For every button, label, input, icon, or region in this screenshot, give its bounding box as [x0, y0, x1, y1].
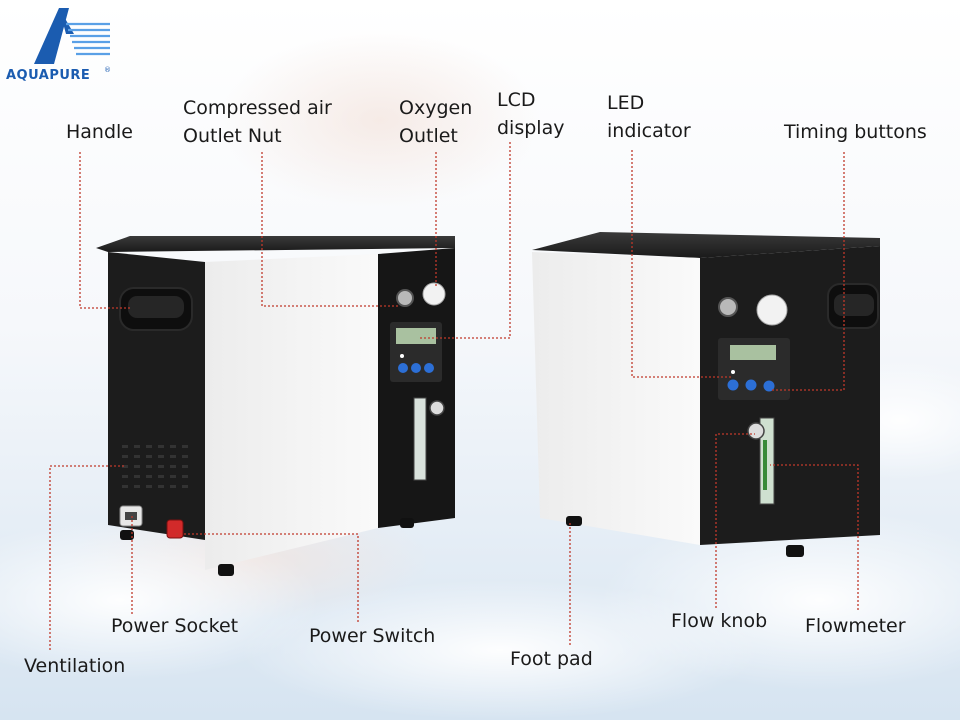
aquapure-logo-icon — [34, 8, 110, 64]
label-led-line1: LED — [607, 92, 645, 114]
left-timing-down-button-icon — [424, 363, 434, 373]
logo-brand-text: AQUAPURE — [6, 68, 91, 83]
right-timing-up-button-icon — [727, 379, 739, 391]
label-oxygen-line2: Outlet — [399, 125, 458, 147]
label-flowmeter: Flowmeter — [805, 615, 906, 637]
right-timing-down-button-icon — [763, 380, 775, 392]
left-oxygen-outlet-icon — [422, 282, 446, 306]
label-timing-buttons: Timing buttons — [784, 121, 927, 143]
left-ventilation-grille-icon — [122, 445, 188, 488]
label-power-switch: Power Switch — [309, 625, 436, 647]
left-timing-onoff-button-icon — [411, 363, 421, 373]
label-oxygen-line1: Oxygen — [399, 97, 473, 119]
left-oxygen-concentrator — [96, 236, 455, 576]
label-lcd-line1: LCD — [497, 89, 536, 111]
label-foot-pad: Foot pad — [510, 648, 593, 670]
left-flowmeter-tube — [413, 397, 427, 481]
left-timing-up-button-icon — [398, 363, 408, 373]
logo-registered-mark: ® — [104, 66, 111, 74]
right-timing-onoff-button-icon — [745, 379, 757, 391]
label-compressed-air-line2: Outlet Nut — [183, 125, 282, 147]
left-power-switch-icon — [166, 519, 184, 539]
right-flow-knob-icon — [747, 422, 765, 440]
label-lcd-line2: display — [497, 117, 565, 139]
left-lcd-screen — [396, 328, 436, 344]
right-oxygen-outlet-icon — [756, 294, 788, 326]
right-oxygen-concentrator — [532, 232, 880, 557]
label-ventilation: Ventilation — [24, 655, 126, 677]
label-handle: Handle — [66, 121, 134, 143]
label-compressed-air-line1: Compressed air — [183, 97, 332, 119]
label-power-socket: Power Socket — [111, 615, 239, 637]
left-air-outlet-nut-icon — [396, 289, 414, 307]
label-led-line2: indicator — [607, 120, 691, 142]
label-flow-knob: Flow knob — [671, 610, 768, 632]
right-lcd-screen — [730, 345, 776, 360]
right-air-outlet-nut-icon — [718, 297, 738, 317]
left-flow-knob-icon — [429, 400, 445, 416]
